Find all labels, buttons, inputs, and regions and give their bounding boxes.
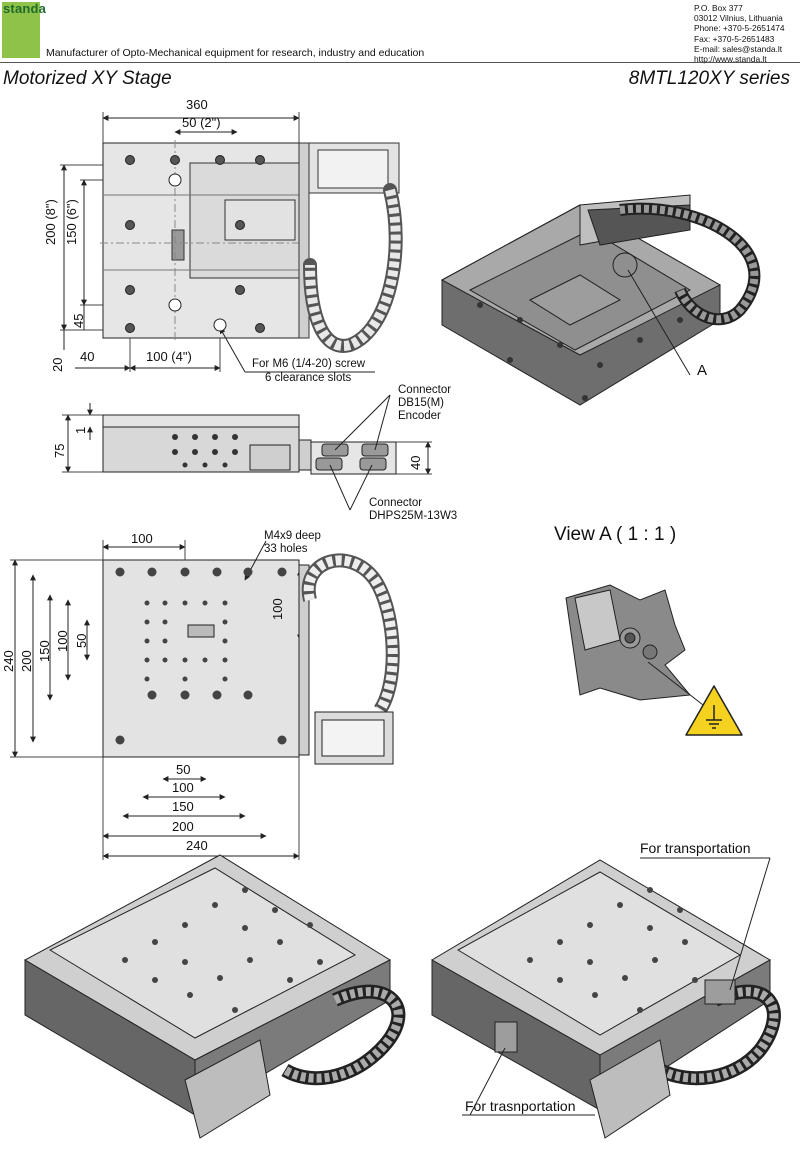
iso-view — [440, 194, 761, 406]
dim-bottom-200: 200 — [172, 819, 194, 834]
connector-dhps-label: Connector DHPS25M-13W3 — [369, 497, 457, 523]
document-title: Motorized XY Stage — [3, 68, 172, 89]
contact-line: Fax: +370-5-2651483 — [694, 33, 775, 44]
dim-height-1: 1 — [73, 426, 88, 434]
dim-height-150: 150 (6") — [64, 199, 79, 245]
transport-label-top: For transportation — [640, 840, 751, 856]
dim-pitch-top: 50 (2") — [182, 115, 221, 130]
side-view-holes — [172, 434, 238, 468]
callout-a: A — [697, 362, 708, 379]
dim-offset-45: 45 — [71, 313, 86, 328]
connector-db15-line: DB15(M) — [398, 397, 445, 409]
contact-line: E-mail: sales@standa.lt — [694, 43, 783, 54]
detail-view-title: View A ( 1 : 1 ) — [554, 524, 677, 545]
iso-view-bottom-right — [431, 857, 781, 1139]
dim-top-100: 100 — [131, 531, 153, 546]
company-tagline: Manufacturer of Opto-Mechanical equipmen… — [46, 47, 425, 59]
connector-db15-label: Connector DB15(M) Encoder — [398, 384, 451, 423]
connector-dhps-line: DHPS25M-13W3 — [369, 510, 458, 522]
dim-left-200: 200 — [19, 650, 34, 672]
dim-bottom-150: 150 — [172, 799, 194, 814]
dim-left-240: 240 — [1, 650, 16, 672]
iso-bottom-right-holes — [527, 887, 698, 1013]
holes-note: M4x9 deep 33 holes — [264, 530, 321, 556]
slot-note-line2: 6 clearance slots — [265, 372, 352, 384]
header-divider — [0, 62, 800, 63]
dim-left-50: 50 — [74, 633, 89, 648]
detail-view — [565, 584, 743, 736]
dim-offset-40: 40 — [80, 349, 95, 364]
top-view — [60, 112, 403, 373]
connector-dhps-line: Connector — [369, 497, 423, 509]
iso-view-bottom-left — [23, 854, 406, 1139]
dim-height-200: 200 (8") — [43, 199, 58, 245]
dim-left-150: 150 — [37, 640, 52, 662]
contact-line: http://www.standa.lt — [694, 54, 767, 65]
dim-pitch-bottom: 100 (4") — [146, 349, 192, 364]
dim-height-40: 40 — [408, 455, 423, 470]
slot-note-line1: For M6 (1/4-20) screw — [252, 358, 366, 370]
dim-offset-20: 20 — [50, 357, 65, 372]
dim-height-75: 75 — [52, 443, 67, 458]
holes-note-line: M4x9 deep — [264, 530, 321, 542]
contact-block: P.O. Box 377 03012 Vilnius, Lithuania Ph… — [694, 3, 785, 64]
holes-note-line: 33 holes — [264, 543, 308, 555]
top-view-holes — [125, 155, 265, 333]
bottom-view — [10, 540, 400, 860]
dim-bottom-100: 100 — [172, 780, 194, 795]
dim-right-100: 100 — [270, 598, 285, 620]
connector-db15-line: Connector — [398, 384, 452, 396]
dim-left-100: 100 — [55, 630, 70, 652]
bottom-view-holes — [115, 567, 287, 745]
connector-db15-line: Encoder — [398, 410, 441, 422]
dim-bottom-240: 240 — [186, 838, 208, 853]
dim-bottom-50: 50 — [176, 762, 191, 777]
contact-line: P.O. Box 377 — [694, 3, 743, 13]
contact-line: 03012 Vilnius, Lithuania — [694, 13, 783, 24]
logo-text: standa — [3, 1, 47, 16]
contact-line: Phone: +370-5-2651474 — [694, 23, 785, 34]
document-series: 8MTL120XY series — [628, 68, 790, 89]
dim-width-total: 360 — [186, 97, 208, 112]
side-view — [62, 394, 432, 511]
logo-mark — [2, 2, 40, 58]
iso-bottom-left-holes — [122, 887, 323, 1013]
iso-view-holes — [477, 302, 683, 401]
transport-label-bottom: For trasnportation — [465, 1098, 576, 1114]
